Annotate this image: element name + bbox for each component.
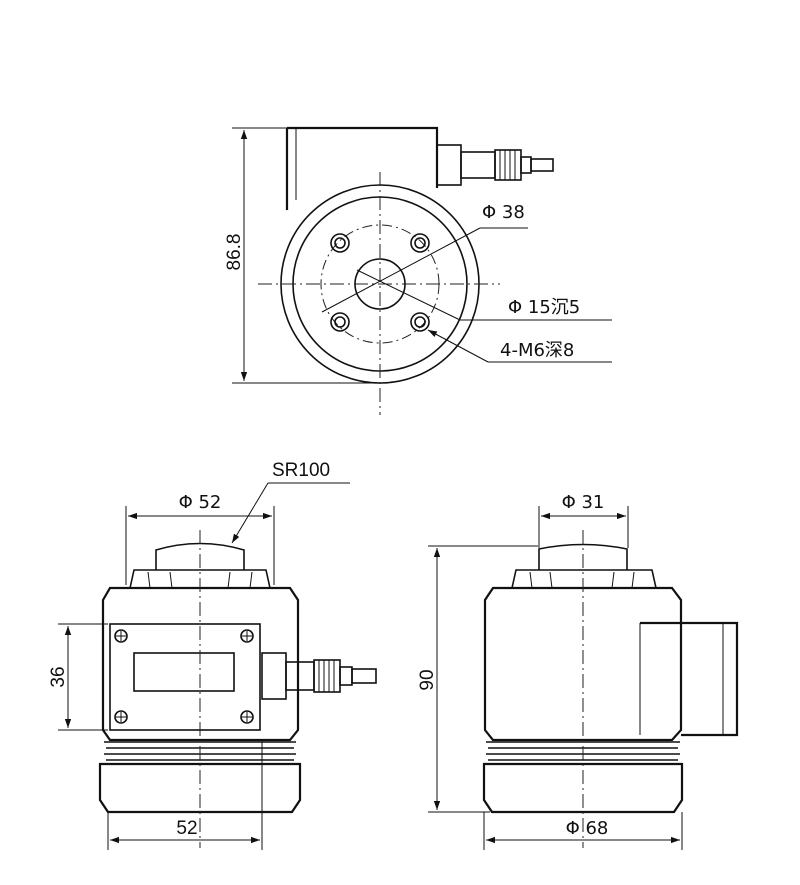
side-phi31-label: Φ 31 <box>562 492 605 513</box>
side-phi68-label: Φ 68 <box>566 818 609 839</box>
front-phi52-label: Φ 52 <box>179 492 222 513</box>
plate-screws <box>114 629 254 724</box>
side-base <box>482 762 684 814</box>
holes-label: 4-M6深8 <box>500 340 574 361</box>
phi38-leader <box>321 227 481 313</box>
front-label-plate <box>109 623 261 731</box>
front-cable-connector <box>261 652 377 700</box>
side-view: Φ 31 90 Φ 68 <box>417 492 739 850</box>
phi38-label: Φ 38 <box>482 202 525 223</box>
phi15-leader <box>356 269 461 321</box>
front-display-window <box>133 652 235 692</box>
front-36-label: 36 <box>48 666 69 687</box>
front-main-body <box>101 586 300 742</box>
side-housing-box <box>640 621 739 737</box>
top-view: 86.8 Φ 38 Φ 15沉5 4-M6深8 <box>224 126 612 415</box>
bolt-holes <box>330 233 430 332</box>
front-base <box>98 762 302 814</box>
sr100-label: SR100 <box>272 460 330 481</box>
top-height-label: 86.8 <box>224 234 245 271</box>
side-top-cap <box>538 543 628 570</box>
side-main-body <box>483 586 683 742</box>
front-view: Φ 52 SR100 36 52 <box>48 460 377 850</box>
side-90-label: 90 <box>417 669 438 690</box>
front-52-label: 52 <box>176 818 197 839</box>
sr100-leader <box>231 482 269 544</box>
top-cable-connector <box>436 144 554 186</box>
holes-leader <box>427 329 489 363</box>
phi15-label: Φ 15沉5 <box>508 297 580 318</box>
